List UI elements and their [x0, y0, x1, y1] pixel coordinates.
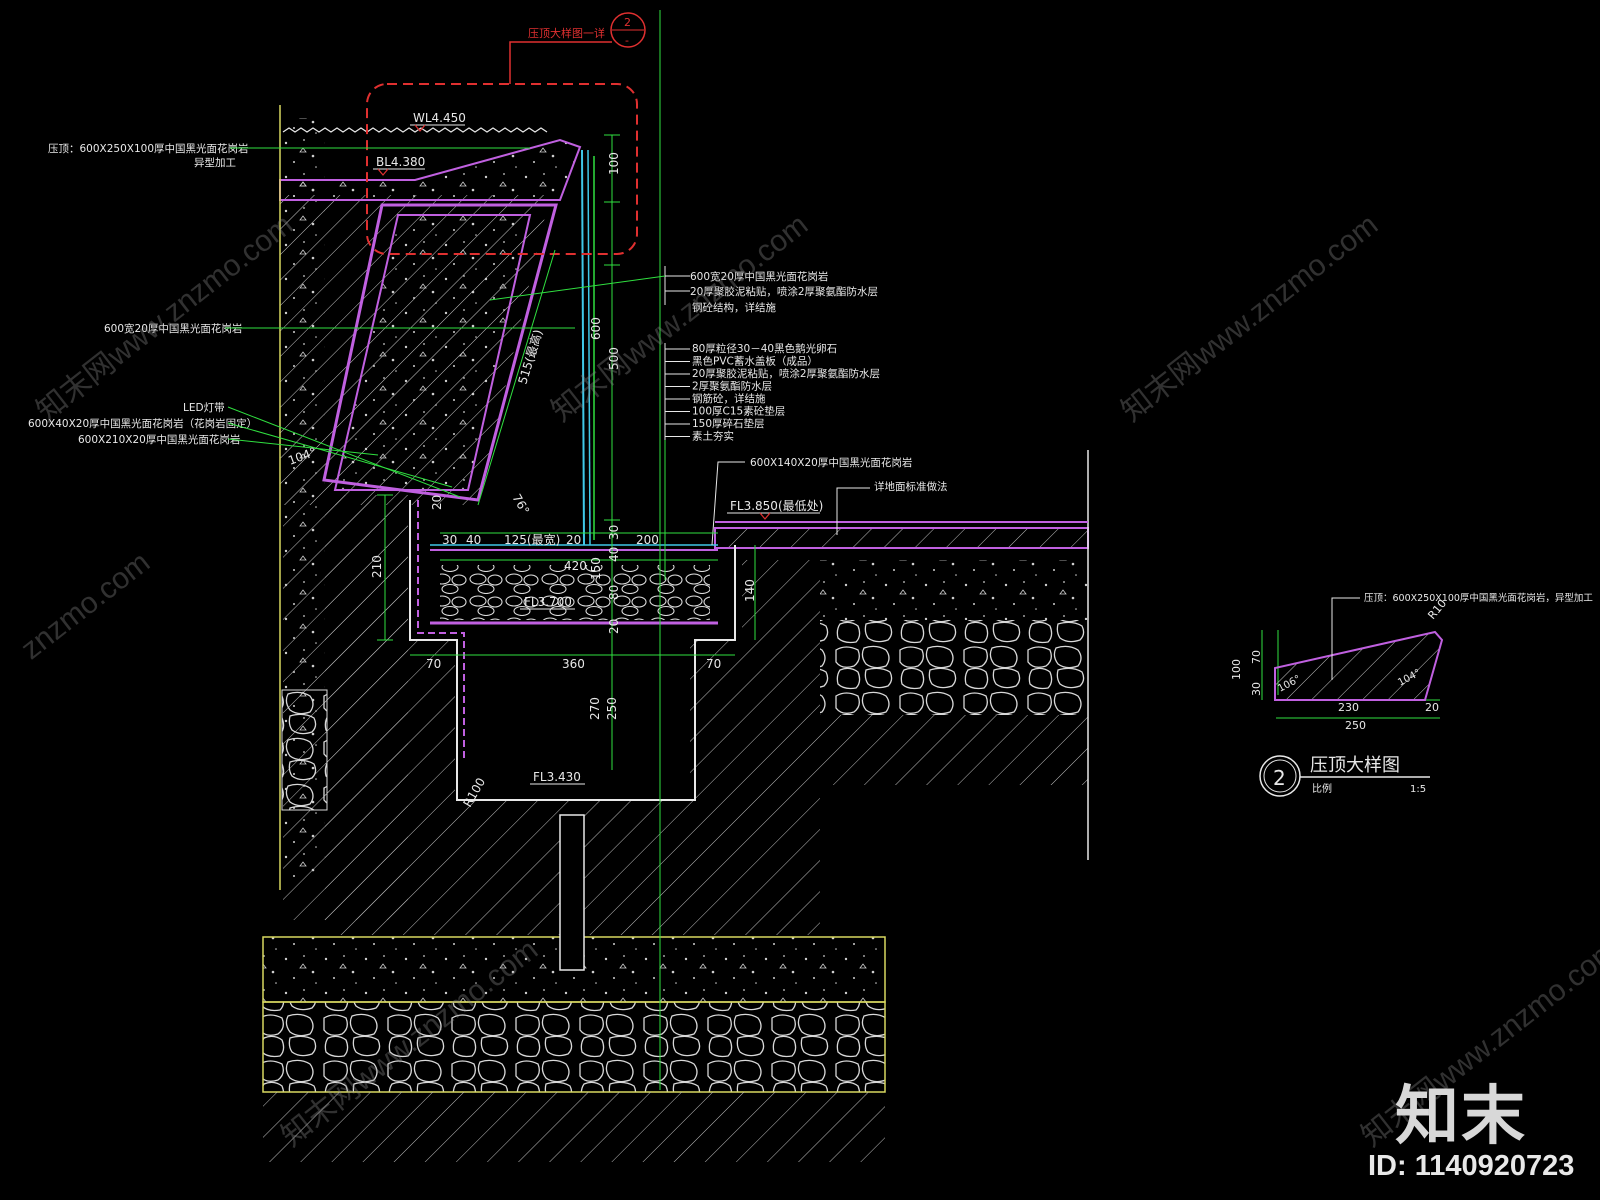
right-label-a-2: 钢砼结构，详结施 — [692, 301, 776, 314]
dim-100: 100 — [607, 152, 621, 175]
sloped-core — [333, 214, 532, 491]
label-coping-2: 异型加工 — [194, 156, 236, 169]
callout-text: 压顶大样图一详 — [528, 26, 605, 40]
detail-title: 压顶大样图 — [1310, 755, 1400, 776]
detail-coping-shape — [1274, 630, 1444, 701]
right-label-b-6: 150厚碎石垫层 — [692, 417, 765, 430]
level-wl: WL4.450 — [413, 111, 466, 125]
right-gravel — [820, 620, 1088, 715]
drain-pipe — [559, 814, 585, 971]
basin-outline-outer — [409, 500, 736, 801]
foundation-gravel — [262, 1001, 886, 1093]
label-led: LED灯带 — [183, 402, 225, 414]
dim-20a: 20 — [430, 495, 444, 510]
callout-number: 2 — [624, 16, 631, 29]
dim-70a: 70 — [426, 657, 441, 671]
right-label-b-5: 100厚C15素砼垫层 — [692, 405, 785, 418]
dim-70b: 70 — [706, 657, 721, 671]
dim-150: 150 — [589, 557, 603, 580]
level-fl-top: FL3.850(最低处) — [730, 499, 823, 513]
right-hatch — [820, 715, 1088, 785]
dim-420: 420 — [564, 559, 587, 573]
foundation-earth — [263, 1092, 885, 1162]
label-600x140: 600X140X20厚中国黑光面花岗岩 — [750, 456, 912, 469]
label-stone210: 600X210X20厚中国黑光面花岗岩 — [78, 433, 240, 446]
callout-bubble — [610, 12, 646, 48]
detail-leader — [1331, 597, 1360, 680]
wall-left-stones — [281, 689, 328, 811]
dim-600: 600 — [589, 317, 603, 340]
detail-h100: 100 — [1230, 659, 1243, 680]
dim-30: 30 — [442, 533, 457, 547]
dim-250: 250 — [605, 697, 619, 720]
callout-sheet: - — [625, 34, 629, 47]
level-fl-bot: FL3.430 — [533, 770, 581, 784]
level-bl: BL4.380 — [376, 155, 425, 169]
detail-h30: 30 — [1250, 682, 1263, 696]
water-surface-wave — [282, 127, 548, 133]
right-label-b-2: 20厚聚胶泥粘贴，喷涂2厚聚氨酯防水层 — [692, 367, 880, 380]
label-stone40: 600X40X20厚中国黑光面花岗岩（花岗岩固定） — [28, 417, 257, 430]
detail-h70: 70 — [1250, 650, 1263, 664]
image-id: ID: 1140920723 — [1368, 1150, 1575, 1182]
detail-sub: 比例 — [1312, 782, 1332, 795]
label-paving: 详地面标准做法 — [874, 480, 948, 493]
callout-leader — [509, 41, 612, 84]
detail-w250: 250 — [1345, 719, 1366, 732]
coping-detail: 压顶：600X250X100厚中国黑光面花岗岩，异型加工 R10 100 70 … — [1230, 592, 1593, 797]
dim-angle-76: 76° — [509, 492, 532, 517]
level-fl-mid: FL3.700 — [524, 595, 572, 609]
sloped-face — [322, 203, 558, 502]
structure — [262, 105, 1089, 1162]
right-label-b-7: 素土夯实 — [692, 430, 734, 443]
brand-logo: 知末 — [1395, 1080, 1527, 1154]
detail-label: 压顶：600X250X100厚中国黑光面花岗岩，异型加工 — [1364, 592, 1593, 604]
right-labels-a: 600宽20厚中国黑光面花岗岩 20厚聚胶泥粘贴，喷涂2厚聚氨酯防水层 钢砼结构… — [489, 266, 878, 314]
label-coping-1: 压顶：600X250X100厚中国黑光面花岗岩 — [48, 142, 249, 155]
right-label-b-0: 80厚粒径30－40黑色鹅光卵石 — [692, 342, 837, 355]
detail-w230: 230 — [1338, 701, 1359, 714]
dim-20c: 20 — [607, 619, 621, 634]
dim-210: 210 — [370, 555, 384, 578]
right-label-a-1: 20厚聚胶泥粘贴，喷涂2厚聚氨酯防水层 — [690, 285, 878, 298]
dimension-texts: 100 600 500 515(最高) 104° 76° 20 30 40 12… — [286, 152, 757, 809]
dim-125: 125(最宽) — [504, 532, 560, 547]
left-labels: 压顶：600X250X100厚中国黑光面花岗岩 异型加工 600宽20厚中国黑光… — [28, 142, 575, 498]
water-sheet — [581, 149, 595, 546]
detail-title-bubble — [1259, 755, 1301, 797]
right-labels-c: 600X140X20厚中国黑光面花岗岩 详地面标准做法 — [711, 456, 948, 546]
right-labels-b-list: 80厚粒径30－40黑色鹅光卵石黑色PVC蓄水盖板（成品）20厚聚胶泥粘贴，喷涂… — [665, 342, 880, 443]
level-markers: WL4.450 BL4.380 FL3.850(最低处) FL3.700 FL3… — [373, 111, 823, 785]
right-slab-concrete — [820, 560, 1088, 620]
callout-cloud — [366, 83, 638, 255]
dim-20b: 20 — [566, 533, 581, 547]
dim-40: 40 — [466, 533, 481, 547]
right-label-a-0: 600宽20厚中国黑光面花岗岩 — [690, 270, 828, 283]
right-labels-b: 80厚粒径30－40黑色鹅光卵石黑色PVC蓄水盖板（成品）20厚聚胶泥粘贴，喷涂… — [664, 342, 880, 580]
right-label-b-4: 钢筋砼，详结施 — [692, 392, 766, 405]
dim-515: 515(最高) — [515, 328, 546, 386]
detail-scale: 1:5 — [1410, 784, 1426, 795]
dimensions — [377, 10, 1440, 1090]
right-paving — [714, 527, 1089, 549]
dim-30b: 30 — [607, 525, 621, 540]
dim-140: 140 — [743, 579, 757, 602]
lower-structure — [325, 495, 820, 935]
right-label-b-3: 2厚聚氨酯防水层 — [692, 380, 772, 393]
detail-w20: 20 — [1425, 701, 1439, 714]
basin-pebbles — [440, 565, 710, 620]
detail-title-num: 2 — [1273, 766, 1286, 790]
dim-80: 80 — [607, 585, 621, 600]
dim-500: 500 — [607, 347, 621, 370]
basin-outline-magenta — [417, 500, 465, 760]
dim-200: 200 — [636, 533, 659, 547]
detail-title-bubble-inner — [1263, 759, 1297, 793]
label-stone600-left: 600宽20厚中国黑光面花岗岩 — [104, 322, 242, 335]
dim-360: 360 — [562, 657, 585, 671]
dim-270: 270 — [588, 697, 602, 720]
right-label-b-1: 黑色PVC蓄水盖板（成品） — [692, 355, 818, 368]
dim-40b: 40 — [607, 547, 621, 562]
